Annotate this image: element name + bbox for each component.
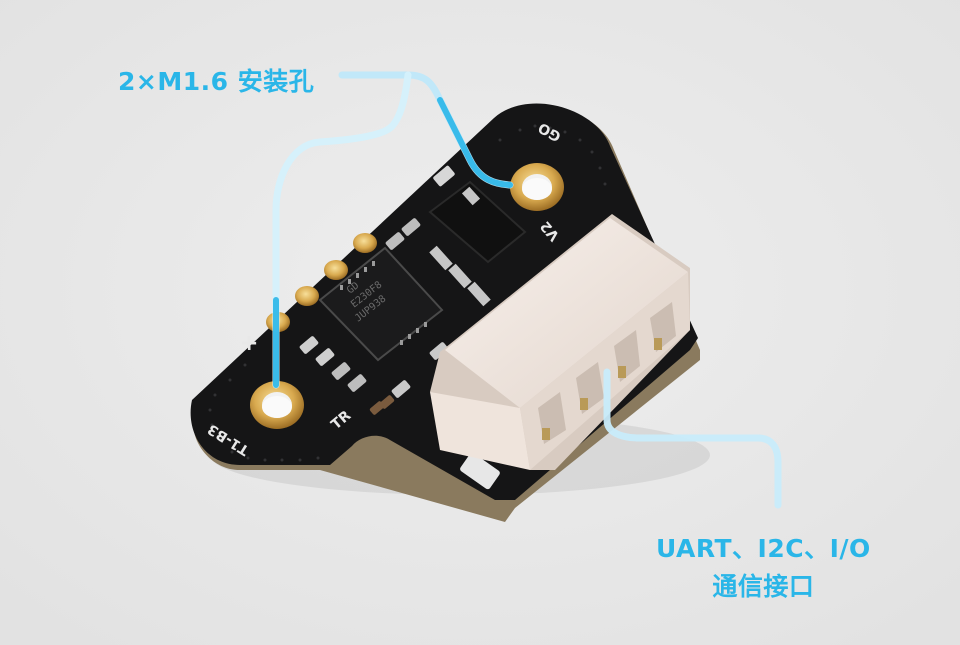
- callout-interface-line2: 通信接口: [712, 572, 815, 601]
- silk-plus: +: [240, 331, 258, 356]
- pcb-vias: [208, 124, 607, 462]
- callout-interface: UART、I2C、I/O 通信接口: [656, 530, 871, 606]
- mount-hole-bottom: [250, 381, 304, 429]
- regulator-chip: [428, 180, 527, 307]
- main-chip: [318, 246, 444, 362]
- mount-hole-top: [510, 163, 564, 211]
- callout-lines: [272, 71, 782, 509]
- smd-components: [299, 165, 500, 490]
- callout-mount-holes: 2×M1.6 安装孔: [118, 67, 315, 96]
- callout-interface-line1: UART、I2C、I/O: [656, 534, 871, 563]
